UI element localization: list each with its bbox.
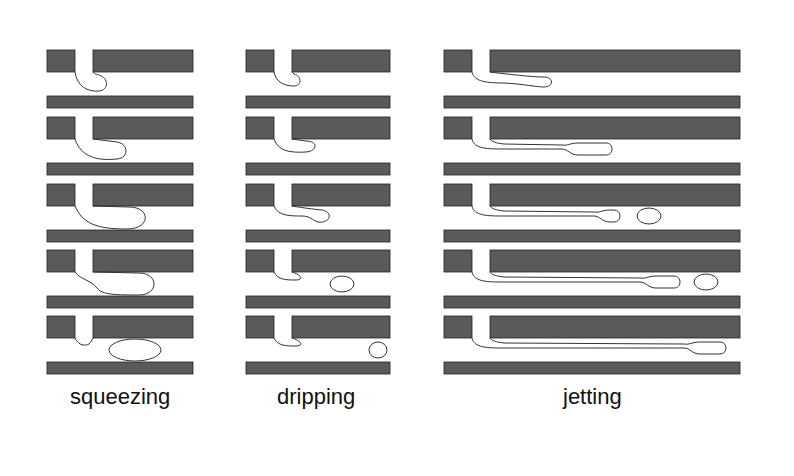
regime-label: jetting bbox=[563, 384, 622, 410]
regime-label: dripping bbox=[277, 384, 355, 410]
regime-label: squeezing bbox=[70, 384, 170, 410]
